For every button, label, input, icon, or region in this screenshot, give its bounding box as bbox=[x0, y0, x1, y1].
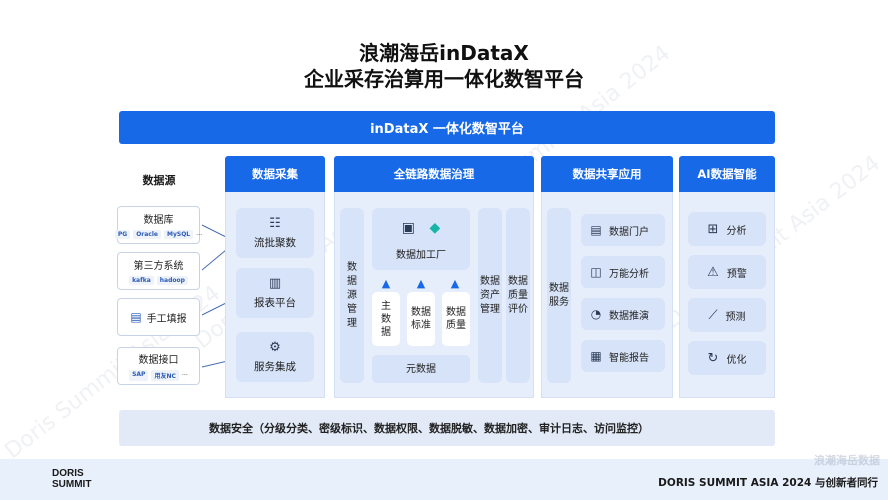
grid-icon: ⊞ bbox=[707, 221, 719, 237]
sources-heading: 数据源 bbox=[142, 174, 176, 187]
factory-box: ▣ ◆ 数据加工厂 bbox=[372, 208, 470, 270]
document-icon: ▤ bbox=[590, 223, 602, 237]
sharing-item-label: 万能分析 bbox=[609, 268, 649, 280]
source-database: 数据库 PG Oracle MySQL … bbox=[114, 206, 203, 244]
source-third-party-logos: kafka hadoop bbox=[129, 276, 188, 285]
source-api-logos: SAP 用友NC … bbox=[129, 370, 188, 381]
metadata-box: 元数据 bbox=[372, 355, 470, 383]
sub-data-standard: 数据标准 bbox=[407, 292, 435, 346]
hadoop-logo: hadoop bbox=[156, 276, 188, 285]
platform-banner: inDataX 一体化数智平台 bbox=[119, 111, 775, 144]
doris-summit-logo: DORIS SUMMIT bbox=[52, 468, 91, 490]
ai-item-forecast: ⟋ 预测 bbox=[688, 298, 766, 332]
sharing-item-simulation: ◔ 数据推演 bbox=[581, 298, 665, 330]
source-third-party-label: 第三方系统 bbox=[133, 261, 184, 272]
source-database-logos: PG Oracle MySQL … bbox=[114, 230, 203, 239]
ai-item-label: 预测 bbox=[725, 311, 746, 323]
pie-chart-icon: ◔ bbox=[590, 307, 602, 321]
source-manual-label: 手工填报 bbox=[146, 313, 187, 325]
source-database-label: 数据库 bbox=[143, 215, 174, 226]
security-bar: 数据安全（分级分类、密级标识、数据权限、数据脱敏、数据加密、审计日志、访问监控） bbox=[119, 410, 775, 446]
table-icon: ▦ bbox=[590, 349, 602, 363]
sub-data-quality-label: 数据质量 bbox=[446, 307, 466, 331]
sub-master-data-label: 主数据 bbox=[381, 300, 391, 338]
sharing-header: 数据共享应用 bbox=[541, 156, 673, 192]
sharing-item-report: ▦ 智能报告 bbox=[581, 340, 665, 372]
nc-logo: 用友NC bbox=[151, 370, 179, 381]
governance-asset-mgmt-label: 数据资产管理 bbox=[480, 275, 500, 315]
more-icon: … bbox=[181, 370, 188, 377]
collection-item-report: ▥ 报表平台 bbox=[236, 268, 314, 318]
governance-asset-mgmt: 数据资产管理 bbox=[478, 208, 502, 383]
ai-item-optimize: ↻ 优化 bbox=[688, 341, 766, 375]
governance-quality-eval: 数据质量评价 bbox=[506, 208, 530, 383]
governance-source-mgmt-label: 数据源管理 bbox=[347, 261, 357, 329]
ai-item-alert: ⚠ 预警 bbox=[688, 255, 766, 289]
page-title-line2: 企业采存治算用一体化数智平台 bbox=[304, 67, 584, 91]
source-api: 数据接口 SAP 用友NC … bbox=[117, 347, 200, 385]
refresh-icon: ↻ bbox=[707, 350, 719, 366]
sharing-item-portal: ▤ 数据门户 bbox=[581, 214, 665, 246]
pg-logo: PG bbox=[114, 230, 131, 239]
arrow-up-icon: ▲ bbox=[381, 277, 391, 290]
ai-item-label: 优化 bbox=[726, 354, 747, 366]
governance-quality-eval-label: 数据质量评价 bbox=[508, 275, 528, 315]
mysql-logo: MySQL bbox=[164, 230, 194, 239]
sub-data-quality: 数据质量 bbox=[442, 292, 470, 346]
collection-item-integration: ⚙ 服务集成 bbox=[236, 332, 314, 382]
stream-icon: ☷ bbox=[269, 215, 281, 231]
collection-header: 数据采集 bbox=[225, 156, 325, 192]
robot-icon: ⚙ bbox=[269, 339, 281, 355]
sharing-item-label: 智能报告 bbox=[609, 352, 649, 364]
ai-item-label: 预警 bbox=[726, 268, 747, 280]
collection-item-label: 流批聚数 bbox=[254, 236, 296, 249]
source-api-label: 数据接口 bbox=[138, 355, 179, 366]
page-title-line1: 浪潮海岳inDataX bbox=[359, 41, 529, 65]
logo-line1: DORIS bbox=[52, 468, 84, 479]
logo-line2: SUMMIT bbox=[52, 479, 92, 490]
governance-source-mgmt: 数据源管理 bbox=[340, 208, 364, 383]
indatax-logo-icon: ◆ bbox=[429, 220, 441, 236]
form-icon: ▤ bbox=[130, 310, 142, 324]
source-third-party: 第三方系统 kafka hadoop bbox=[117, 252, 200, 290]
kafka-logo: kafka bbox=[129, 276, 154, 285]
ai-item-label: 分析 bbox=[726, 225, 747, 237]
trend-icon: ⟋ bbox=[708, 307, 718, 323]
ai-item-analysis: ⊞ 分析 bbox=[688, 212, 766, 246]
metadata-label: 元数据 bbox=[406, 363, 436, 375]
sub-master-data: 主数据 bbox=[372, 292, 400, 346]
sharing-service: 数据服务 bbox=[547, 208, 571, 383]
sharing-item-label: 数据推演 bbox=[609, 310, 649, 322]
report-icon: ▥ bbox=[268, 275, 282, 291]
source-manual: ▤ 手工填报 bbox=[117, 298, 200, 336]
factory-label: 数据加工厂 bbox=[396, 250, 446, 261]
chart-icon: ◫ bbox=[590, 265, 602, 279]
collection-item-stream: ☷ 流批聚数 bbox=[236, 208, 314, 258]
sharing-item-analysis: ◫ 万能分析 bbox=[581, 256, 665, 288]
sharing-service-label: 数据服务 bbox=[549, 282, 569, 308]
alarm-icon: ⚠ bbox=[707, 264, 719, 280]
arrow-up-icon: ▲ bbox=[450, 277, 460, 290]
factory-icons: ▣ ◆ bbox=[372, 220, 470, 236]
ai-header: AI数据智能 bbox=[679, 156, 775, 192]
footer bbox=[0, 459, 888, 500]
inbox-icon: ▣ bbox=[401, 220, 415, 236]
footer-stamp: 浪潮海岳数据 bbox=[814, 454, 880, 467]
footer-event-text: DORIS SUMMIT ASIA 2024 与创新者同行 bbox=[658, 477, 878, 489]
sharing-item-label: 数据门户 bbox=[609, 226, 649, 238]
collection-item-label: 报表平台 bbox=[254, 296, 296, 309]
governance-header: 全链路数据治理 bbox=[334, 156, 534, 192]
oracle-logo: Oracle bbox=[133, 230, 161, 239]
more-icon: … bbox=[196, 230, 203, 237]
sub-data-standard-label: 数据标准 bbox=[411, 307, 431, 331]
sap-logo: SAP bbox=[129, 370, 149, 381]
collection-item-label: 服务集成 bbox=[254, 360, 296, 373]
arrow-up-icon: ▲ bbox=[416, 277, 426, 290]
